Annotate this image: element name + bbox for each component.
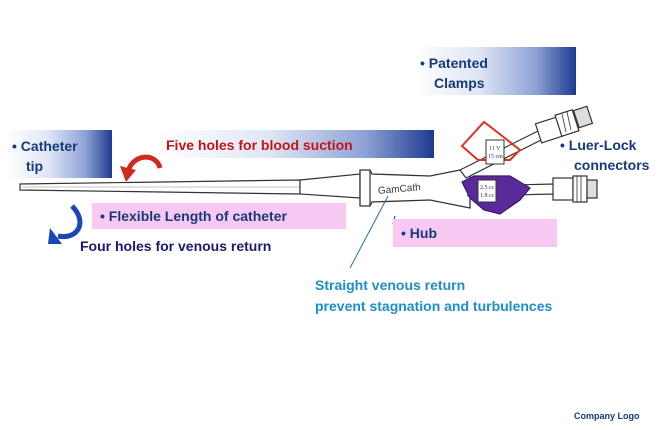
catheter-tip-line1: • Catheter xyxy=(12,138,78,154)
company-logo-text: Company Logo xyxy=(574,411,640,421)
hub-body: GamCath xyxy=(359,167,471,209)
hub-label: • Hub xyxy=(393,219,557,247)
straight-return-label: Straight venous return prevent stagnatio… xyxy=(315,275,552,317)
company-logo: Company Logo xyxy=(574,410,640,422)
four-holes-label: Four holes for venous return xyxy=(80,236,271,256)
straight-return-line2: prevent stagnation and turbulences xyxy=(315,298,553,314)
patented-clamps-line1: • Patented xyxy=(420,55,488,71)
flexible-length-text: • Flexible Length of catheter xyxy=(100,208,287,224)
luer-lock-line2: connectors xyxy=(574,157,650,173)
four-holes-text: Four holes for venous return xyxy=(80,238,272,254)
luer-lock-line1: • Luer-Lock xyxy=(560,137,637,153)
upper-luer-lock-connector xyxy=(534,105,594,144)
red-curved-arrow-icon xyxy=(120,154,163,182)
catheter-taper xyxy=(299,173,361,199)
catheter-tip-label: • Catheter tip xyxy=(6,130,112,178)
red-clamp-text-2: 15 cm xyxy=(488,154,503,160)
five-holes-label: Five holes for blood suction xyxy=(158,130,434,158)
five-holes-text: Five holes for blood suction xyxy=(166,137,353,153)
hub-brand-text: GamCath xyxy=(378,182,422,197)
red-clamp: 11 V 15 cm xyxy=(460,120,522,165)
lower-luer-lock-connector xyxy=(552,175,598,203)
patented-clamps-line2: Clamps xyxy=(434,75,485,91)
purple-clamp-text-1: 2.5 cc xyxy=(480,185,495,191)
catheter-shaft xyxy=(19,179,301,195)
flexible-length-label: • Flexible Length of catheter xyxy=(92,203,346,229)
straight-return-pointer-line xyxy=(349,195,389,269)
hub-text: • Hub xyxy=(401,225,438,241)
red-clamp-text-1: 11 V xyxy=(489,146,501,152)
purple-clamp-text-2: 1.8 cc xyxy=(480,193,495,199)
catheter-tip-line2: tip xyxy=(26,158,44,174)
patented-clamps-label: • Patented Clamps xyxy=(414,47,576,95)
luer-lock-label: • Luer-Lock connectors xyxy=(560,135,666,179)
straight-return-line1: Straight venous return xyxy=(315,277,466,293)
blue-curved-arrow-icon xyxy=(48,204,83,244)
purple-clamp: 2.5 cc 1.8 cc xyxy=(461,175,531,215)
